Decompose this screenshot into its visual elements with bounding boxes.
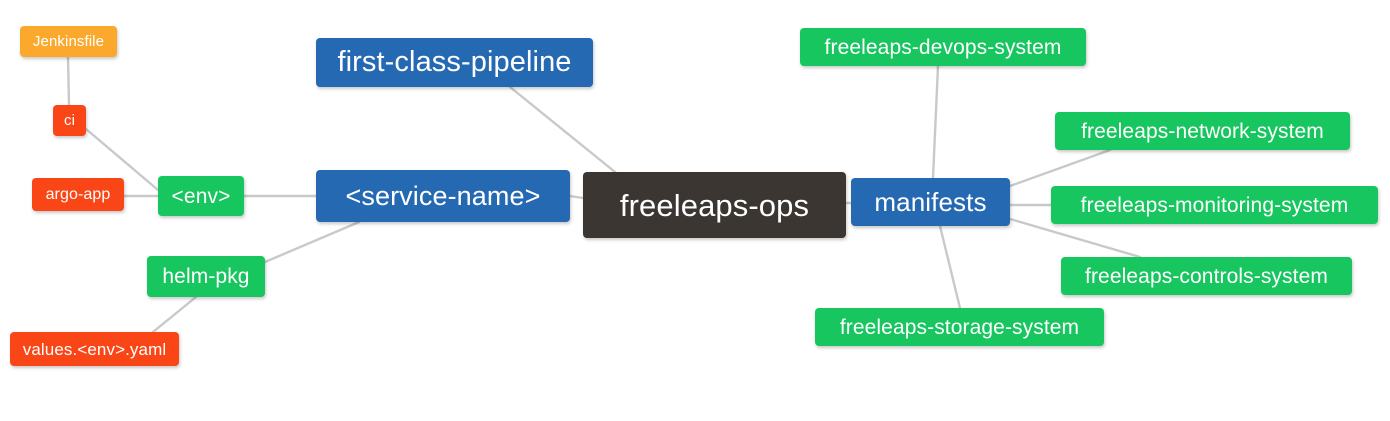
node-label-values-yaml: values.<env>.yaml: [22, 339, 167, 359]
node-label-argo-app: argo-app: [45, 185, 111, 203]
node-label-freeleaps-devops-system: freeleaps-devops-system: [824, 35, 1062, 59]
edge-first-class-pipeline-to-freeleaps-ops: [508, 85, 617, 174]
edge-freeleaps-devops-system-to-manifests: [931, 64, 940, 180]
node-label-freeleaps-storage-system: freeleaps-storage-system: [839, 315, 1080, 339]
node-label-freeleaps-ops: freeleaps-ops: [619, 187, 810, 223]
node-service-name[interactable]: <service-name>: [316, 170, 570, 222]
node-label-freeleaps-network-system: freeleaps-network-system: [1081, 119, 1324, 143]
edge-values-yaml-to-helm-pkg: [151, 295, 198, 334]
edge-jenkinsfile-to-ci: [66, 55, 71, 107]
node-helm-pkg[interactable]: helm-pkg: [147, 256, 265, 297]
node-label-jenkinsfile: Jenkinsfile: [32, 33, 105, 50]
node-freeleaps-network-system[interactable]: freeleaps-network-system: [1055, 112, 1350, 150]
node-first-class-pipeline[interactable]: first-class-pipeline: [316, 38, 593, 87]
node-manifests[interactable]: manifests: [851, 178, 1010, 226]
edge-manifests-to-freeleaps-network-system: [1008, 148, 1112, 188]
edge-manifests-to-freeleaps-storage-system: [938, 224, 962, 310]
edge-manifests-to-freeleaps-controls-system: [1008, 217, 1142, 259]
node-label-freeleaps-controls-system: freeleaps-controls-system: [1085, 264, 1328, 288]
node-freeleaps-ops[interactable]: freeleaps-ops: [583, 172, 846, 238]
edge-service-name-to-freeleaps-ops: [568, 194, 585, 200]
node-argo-app[interactable]: argo-app: [32, 178, 124, 211]
node-freeleaps-devops-system[interactable]: freeleaps-devops-system: [800, 28, 1086, 66]
node-label-helm-pkg: helm-pkg: [162, 265, 250, 288]
node-label-env: <env>: [171, 184, 231, 208]
node-label-ci: ci: [63, 112, 76, 129]
node-label-manifests: manifests: [874, 187, 987, 217]
edge-ci-to-env: [84, 127, 160, 192]
node-freeleaps-monitoring-system[interactable]: freeleaps-monitoring-system: [1051, 186, 1378, 224]
node-env[interactable]: <env>: [158, 176, 244, 216]
edge-helm-pkg-to-service-name: [263, 220, 361, 264]
node-label-first-class-pipeline: first-class-pipeline: [337, 46, 572, 78]
node-jenkinsfile[interactable]: Jenkinsfile: [20, 26, 117, 57]
node-values-yaml[interactable]: values.<env>.yaml: [10, 332, 179, 366]
node-ci[interactable]: ci: [53, 105, 86, 136]
node-freeleaps-storage-system[interactable]: freeleaps-storage-system: [815, 308, 1104, 346]
node-label-freeleaps-monitoring-system: freeleaps-monitoring-system: [1080, 193, 1349, 217]
node-label-service-name: <service-name>: [345, 180, 541, 211]
node-freeleaps-controls-system[interactable]: freeleaps-controls-system: [1061, 257, 1352, 295]
